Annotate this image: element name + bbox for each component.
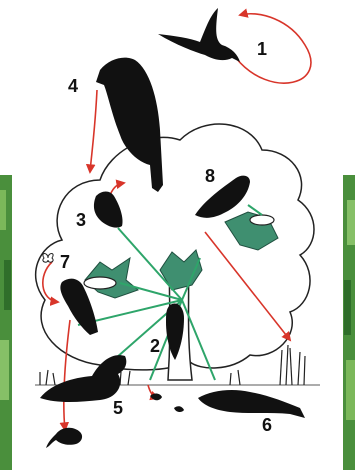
label-3: 3 [76, 210, 86, 230]
label-7: 7 [60, 252, 70, 272]
thrush-icon [198, 390, 305, 418]
label-2: 2 [150, 336, 160, 356]
label-8: 8 [205, 166, 215, 186]
blackbird-icon [40, 355, 126, 402]
label-6: 6 [262, 415, 272, 435]
foliage-left [0, 175, 12, 470]
swift-icon [158, 8, 240, 62]
label-1: 1 [257, 39, 267, 59]
foliage-right [343, 175, 355, 470]
ant-icon [174, 406, 184, 412]
label-4: 4 [68, 76, 78, 96]
label-5: 5 [113, 398, 123, 418]
mouse-icon [46, 428, 82, 448]
